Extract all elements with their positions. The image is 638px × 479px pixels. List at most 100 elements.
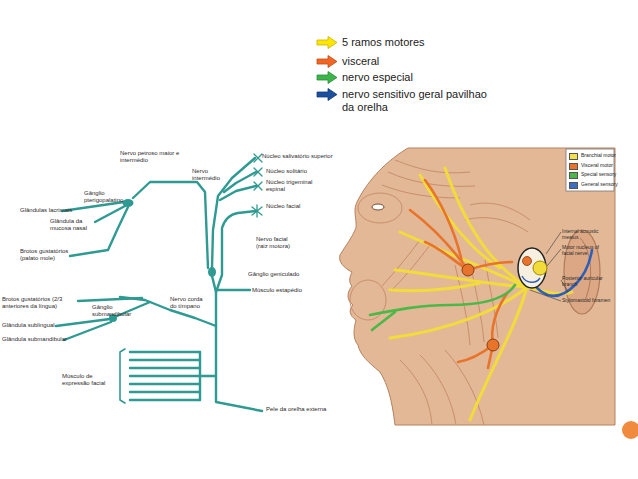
- anatomy-label: Glândula sublingual: [2, 322, 55, 329]
- legend-entry: General sensory: [569, 181, 617, 189]
- geniculate-ganglion: [208, 267, 216, 277]
- nucleus-star: [252, 154, 262, 217]
- ganglia: [109, 199, 216, 322]
- visceral-motor-branches: [410, 180, 512, 368]
- legend-swatch: [317, 37, 337, 49]
- legend-swatch: [569, 163, 578, 170]
- anatomy-label: Brotos gustatórios (2/3 anteriores da lí…: [2, 296, 78, 310]
- anatomy-label: Glândula submandibular: [2, 336, 67, 343]
- legend-swatch: [569, 182, 578, 189]
- pterygopalatine-ganglion: [123, 199, 134, 207]
- bracket: [120, 349, 125, 403]
- special-sensory-branches: [370, 285, 515, 330]
- legend-text: nervo especial: [342, 71, 492, 84]
- anatomy-label: Núcleo solitário: [266, 168, 307, 175]
- anatomy-label: Núcleo facial: [266, 203, 300, 210]
- salivatory-nucleus: [523, 257, 532, 266]
- head-illustration: [340, 148, 615, 425]
- palatine-taste: [372, 312, 395, 330]
- legend-text: Branchial motor: [581, 152, 617, 159]
- legend-swatch: [317, 89, 337, 101]
- anatomy-label: Gânglio submandibular: [92, 304, 136, 318]
- legend-text: Special sensory: [581, 171, 617, 178]
- anatomy-label: Núcleo salivatório superior: [262, 153, 333, 160]
- greater-petrosal: [468, 262, 512, 270]
- anatomy-label: Nervo corda do tímpano: [170, 296, 210, 310]
- legend-text: visceral: [342, 55, 492, 68]
- anatomy-label: Gânglio pterigopalatino: [84, 190, 132, 204]
- anatomy-label: Músculo estapédio: [252, 287, 302, 294]
- temporal-branch: [420, 175, 500, 268]
- lingual-taste: [78, 298, 142, 301]
- nucleus-outline: [518, 248, 546, 288]
- nasal-branch: [95, 206, 125, 222]
- legend-entry: nervo sensitivo geral pavilhao da orelha: [316, 88, 492, 114]
- legend-entry: visceral: [316, 55, 492, 68]
- legend-entry: Branchial motor: [569, 152, 617, 160]
- palatine-branch: [70, 207, 128, 256]
- anatomy-label: Glândula da mucosa nasal: [50, 218, 94, 232]
- anatomy-label: Nervo petroso maior e intermédio: [120, 150, 192, 164]
- legend-swatch: [569, 153, 578, 160]
- facial-muscle-stem: [200, 352, 216, 400]
- leader-line: [547, 249, 561, 266]
- anatomy-label: Nervo facial (raiz motora): [256, 236, 300, 250]
- motor-nucleus: [533, 261, 547, 275]
- anatomy-label: Músculo de expressão facial: [62, 373, 112, 387]
- nucleus-loop: [522, 276, 540, 282]
- anatomy-label: Gânglio geniculado: [248, 271, 299, 278]
- nucleus-spoke: [220, 186, 256, 200]
- legend-arrow: [316, 55, 338, 68]
- legend-entry: 5 ramos motores: [316, 36, 492, 49]
- orbital-fibres: [425, 180, 462, 262]
- leader-line: [530, 290, 561, 301]
- temporalis: [465, 203, 530, 232]
- submandibular-branch: [64, 322, 111, 340]
- anatomy-label: Glândulas lacrimais: [20, 207, 72, 214]
- buccal-branch: [395, 270, 527, 287]
- legend-text: nervo sensitivo geral pavilhao da orelha: [342, 88, 492, 114]
- legend-arrow: [316, 88, 338, 101]
- legend-arrow: [316, 36, 338, 49]
- chorda-tympani: [370, 285, 515, 315]
- stapedius-branch: [216, 289, 250, 291]
- legend-swatch: [317, 72, 337, 84]
- chorda-tympani: [120, 297, 216, 326]
- legend-text: Visceral motor: [581, 162, 617, 169]
- anatomy-label: Núcleo trigeminal espinal: [266, 179, 321, 193]
- ganglion-dots: [462, 264, 499, 351]
- anatomy-label: Nervo intermédio: [192, 168, 224, 182]
- legend-entry: Visceral motor: [569, 162, 617, 170]
- zygomaticus: [382, 240, 430, 292]
- petrosal-nerve: [133, 182, 208, 268]
- anatomy-label: Pele da orelha externa: [266, 406, 326, 413]
- eye: [372, 204, 384, 210]
- head-silhouette: [340, 148, 615, 425]
- buccal-branch: [390, 283, 480, 291]
- orbicularis-oculi: [358, 193, 402, 223]
- facial-muscle-branches: [130, 352, 200, 400]
- anatomy-label: Brotos gustatórios (palato mole): [20, 248, 70, 262]
- nerve-schematic: [56, 154, 262, 411]
- legend-entry: Special sensory: [569, 171, 617, 179]
- callout-label: Posterior auricular branch: [562, 275, 612, 287]
- callout-label: Stylomastoid foramen: [562, 297, 612, 303]
- pterygopalatine-ganglion: [462, 264, 474, 276]
- facial-nerve-branches: [370, 168, 592, 420]
- legend-entry: nervo especial: [316, 71, 492, 84]
- legend-swatch: [569, 172, 578, 179]
- motor-root: [216, 211, 262, 411]
- lacrimal-fibres: [410, 210, 468, 270]
- brainstem-nuclei: [518, 248, 547, 288]
- frontalis: [382, 160, 475, 198]
- legend-text: General sensory: [581, 181, 617, 188]
- muscle-texture: [350, 160, 530, 425]
- leader-lines: [530, 232, 568, 301]
- leader-line: [546, 232, 561, 254]
- callout-label: Motor nucleus of facial nerve: [562, 244, 612, 256]
- callout-label: Internal acoustic meatus: [562, 228, 612, 240]
- slide-ornament: [622, 421, 638, 439]
- submandibular-ganglion: [487, 339, 499, 351]
- legend-arrow: [316, 71, 338, 84]
